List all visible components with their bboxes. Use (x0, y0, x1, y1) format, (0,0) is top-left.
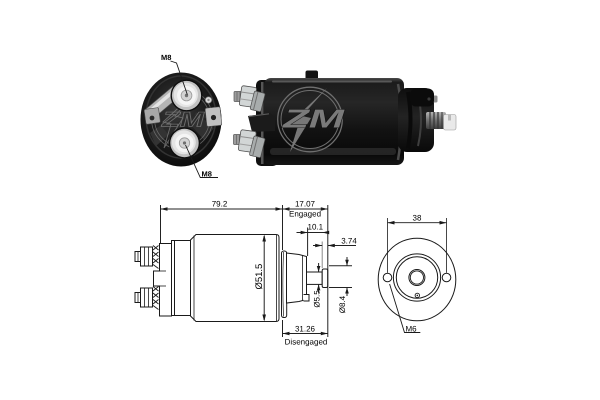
svg-text:Ø5.5: Ø5.5 (313, 290, 322, 308)
svg-text:31.26: 31.26 (295, 324, 316, 333)
svg-text:Disengaged: Disengaged (285, 337, 328, 346)
svg-text:Ø51.5: Ø51.5 (254, 264, 265, 290)
svg-text:M8: M8 (161, 53, 171, 62)
svg-text:38: 38 (413, 214, 422, 223)
svg-text:M6: M6 (406, 324, 418, 333)
svg-text:10.1: 10.1 (308, 223, 324, 232)
svg-text:17.07: 17.07 (295, 200, 316, 209)
svg-text:M8: M8 (202, 170, 212, 179)
svg-text:ZM: ZM (161, 109, 205, 132)
svg-text:Ø8.4: Ø8.4 (338, 295, 347, 313)
svg-text:79.2: 79.2 (212, 200, 228, 209)
svg-text:ZM: ZM (281, 104, 346, 134)
svg-text:3.74: 3.74 (341, 236, 357, 245)
svg-text:Engaged: Engaged (289, 209, 321, 218)
